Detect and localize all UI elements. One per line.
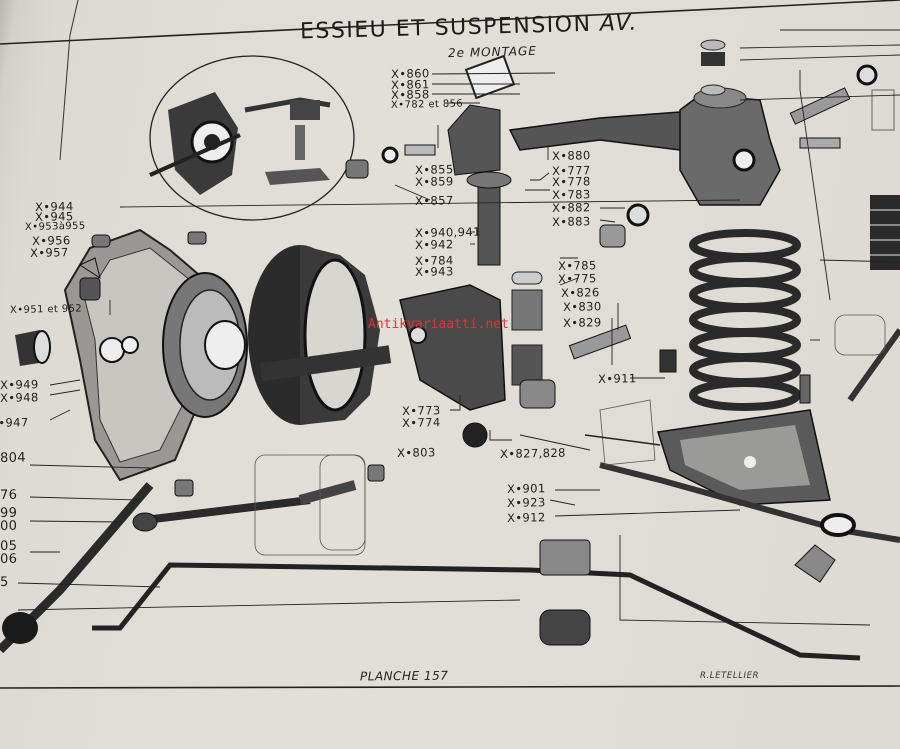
illustrator-signature: R.LETELLIER — [700, 671, 760, 681]
coil-spring — [689, 229, 801, 411]
part-label: X•943 — [414, 264, 454, 279]
part-label: X•953à955 — [24, 220, 86, 233]
part-label: X•949 — [0, 377, 39, 392]
inset-detail-circle — [149, 55, 355, 221]
phantom-outline — [254, 314, 886, 556]
part-label: 76 — [0, 487, 18, 503]
part-label: X•912 — [506, 510, 546, 525]
part-label: X•829 — [562, 315, 602, 330]
top-border-line — [0, 0, 900, 45]
part-label: X•783 — [551, 187, 591, 202]
part-label: X•942 — [414, 237, 454, 252]
part-label: X•951 et 952 — [9, 303, 83, 316]
kingpin-upper — [447, 54, 516, 176]
part-label: 804 — [0, 450, 27, 466]
part-label: X•775 — [557, 271, 597, 286]
part-label: X•957 — [29, 245, 69, 260]
part-label: X•859 — [414, 174, 454, 189]
stub-axle — [399, 171, 543, 411]
shock-bellows — [870, 89, 900, 270]
part-label: X•948 — [0, 390, 39, 405]
part-label: X•826 — [560, 285, 600, 300]
part-label: X•947 — [0, 415, 29, 430]
upper-wishbone — [508, 87, 781, 206]
cap-part — [15, 330, 51, 366]
anti-roll-bar — [92, 539, 861, 661]
part-label: X•778 — [551, 174, 591, 189]
part-label: X•901 — [506, 481, 546, 496]
watermark: Antikvariaatti.net — [368, 317, 509, 332]
small-hardware — [78, 64, 878, 497]
fold-line — [59, 0, 79, 161]
plate-title-suffix: AV. — [599, 10, 639, 37]
part-label: 00 — [0, 518, 18, 534]
part-label: 06 — [0, 551, 18, 567]
part-label: X•883 — [551, 214, 591, 229]
part-label: X•857 — [414, 193, 454, 208]
part-label: X•782 et 856 — [390, 98, 464, 111]
tie-rod — [0, 480, 357, 654]
plate-subtitle: 2e MONTAGE — [447, 43, 538, 61]
washers-stack — [700, 39, 726, 96]
part-label: X•923 — [506, 495, 546, 510]
part-label: X•774 — [401, 415, 441, 430]
part-label: X•911 — [597, 371, 637, 386]
hub-flange — [162, 272, 248, 418]
part-label: X•830 — [562, 299, 602, 314]
leader-lines — [17, 29, 900, 626]
part-label: X•827,828 — [499, 445, 566, 461]
lower-wishbone — [599, 328, 900, 583]
part-label: X•882 — [551, 200, 591, 215]
bottom-border-line — [0, 685, 900, 689]
part-label: 5 — [0, 574, 9, 590]
part-label: X•803 — [396, 445, 436, 460]
part-label: X•880 — [551, 148, 591, 163]
plate-number: PLANCHE 157 — [359, 668, 449, 684]
part-label: X•785 — [557, 258, 597, 273]
brake-drum — [248, 245, 392, 425]
